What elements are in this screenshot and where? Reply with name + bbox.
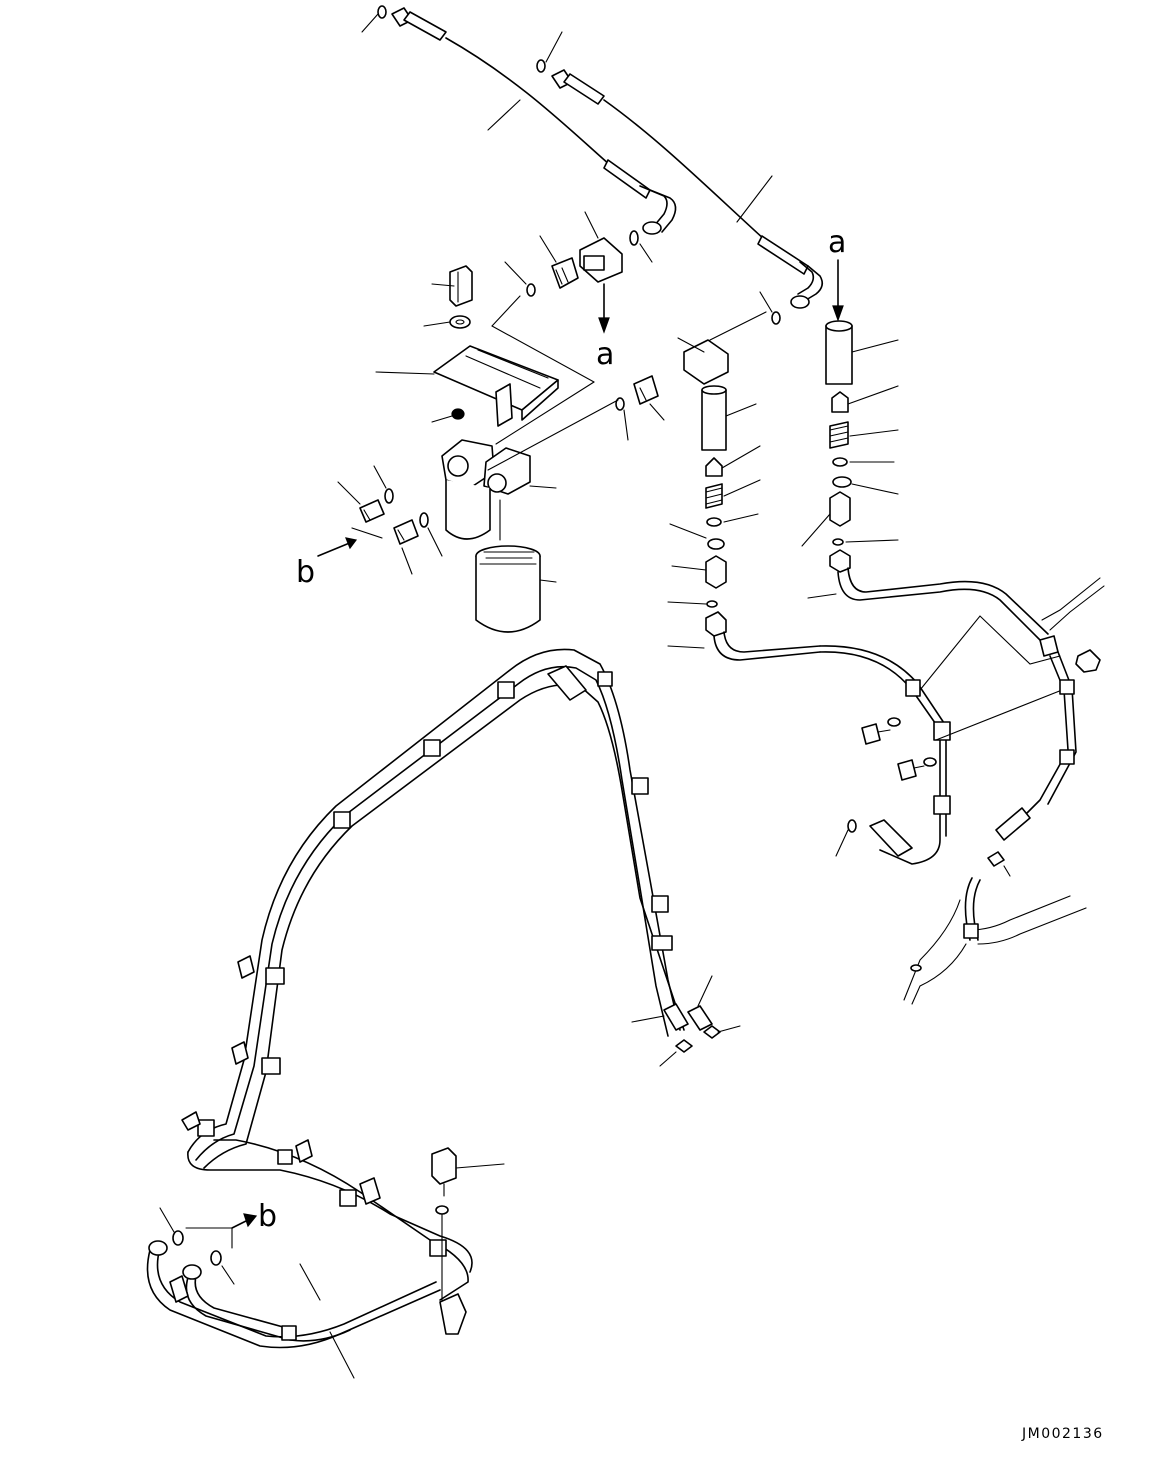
right-stack [801, 259, 1049, 641]
hose-assembly-upper-left [391, 7, 677, 246]
label-a-left: a [596, 337, 614, 372]
drawing-code: JM002136 [1021, 1426, 1104, 1442]
label-b-bottom: b [258, 1199, 277, 1234]
top-orings [361, 5, 781, 325]
main-hose-bundle [181, 648, 741, 1335]
filter-head-assembly [441, 439, 557, 633]
bracket-assembly [375, 265, 595, 445]
label-b-top: b [296, 555, 315, 590]
fittings-b [317, 465, 443, 575]
bottom-hoses [146, 1147, 505, 1379]
check-valve-right [487, 311, 821, 661]
check-valve-upper [504, 211, 653, 334]
label-a-right: a [828, 225, 846, 260]
right-lower-piping [819, 577, 1105, 1005]
hose-assembly-upper-right [551, 69, 824, 309]
